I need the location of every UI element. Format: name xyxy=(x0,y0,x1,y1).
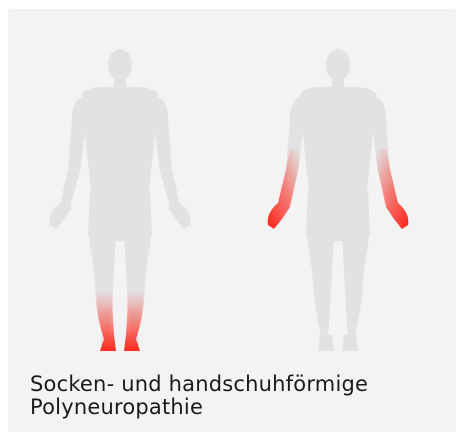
right-body-figure xyxy=(268,49,409,351)
info-card: Socken- und handschuhförmige Polyneuropa… xyxy=(8,9,456,432)
caption: Socken- und handschuhförmige Polyneuropa… xyxy=(30,373,450,419)
left-body-figure xyxy=(50,49,191,351)
body-figures xyxy=(8,9,456,369)
